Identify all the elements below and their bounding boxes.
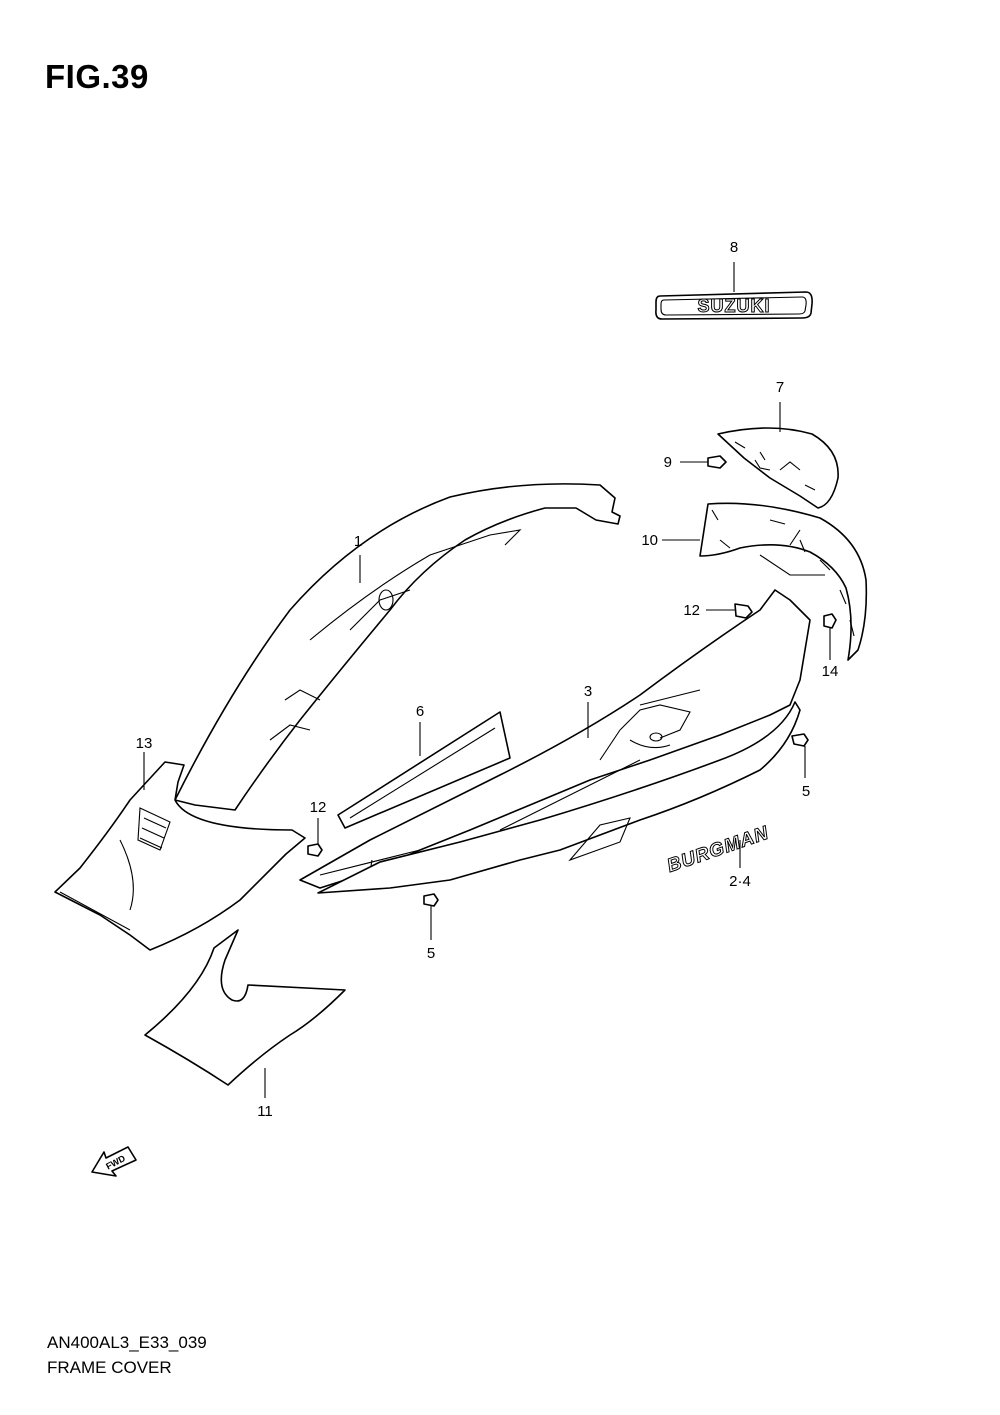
fastener-14 xyxy=(823,613,837,629)
burgman-emblem-text: BURGMAN xyxy=(665,822,773,877)
suzuki-emblem-text: SUZUKI xyxy=(698,296,771,316)
callout-3: 3 xyxy=(584,683,592,700)
callout-12-upper: 12 xyxy=(683,602,700,619)
suzuki-emblem: SUZUKI xyxy=(655,291,813,320)
fastener-12-lower xyxy=(307,843,323,857)
callout-14: 14 xyxy=(822,663,839,680)
callout-5-lower: 5 xyxy=(427,945,435,962)
figure-name: FRAME COVER xyxy=(47,1358,172,1377)
callout-2-4: 2·4 xyxy=(729,873,751,890)
callout-10: 10 xyxy=(641,532,658,549)
part-7-rear-upper-cover xyxy=(717,427,839,509)
callout-5-right: 5 xyxy=(802,783,810,800)
figure-code: AN400AL3_E33_039 xyxy=(47,1333,207,1352)
part-13-floor-cover xyxy=(54,761,306,951)
fastener-9 xyxy=(707,455,727,469)
callout-7: 7 xyxy=(776,379,784,396)
callout-11: 11 xyxy=(257,1103,273,1120)
fastener-12-upper xyxy=(734,603,753,619)
part-6-side-strip xyxy=(337,711,511,829)
fastener-5-lower xyxy=(423,893,439,907)
leader-lines xyxy=(143,262,831,1098)
fastener-5-right xyxy=(791,733,809,747)
part-10-rear-cover xyxy=(699,502,868,661)
callout-8: 8 xyxy=(730,239,738,256)
part-11-lower-floor-cover xyxy=(144,929,346,1086)
callout-1: 1 xyxy=(354,533,362,550)
callout-13: 13 xyxy=(136,735,153,752)
callout-12-lower: 12 xyxy=(310,799,327,816)
callout-9: 9 xyxy=(664,454,672,471)
callout-6: 6 xyxy=(416,703,424,720)
fwd-arrow-icon: FWD xyxy=(91,1146,137,1177)
part-1-frame-cover xyxy=(174,483,621,811)
figure-title: FIG.39 xyxy=(45,58,149,95)
